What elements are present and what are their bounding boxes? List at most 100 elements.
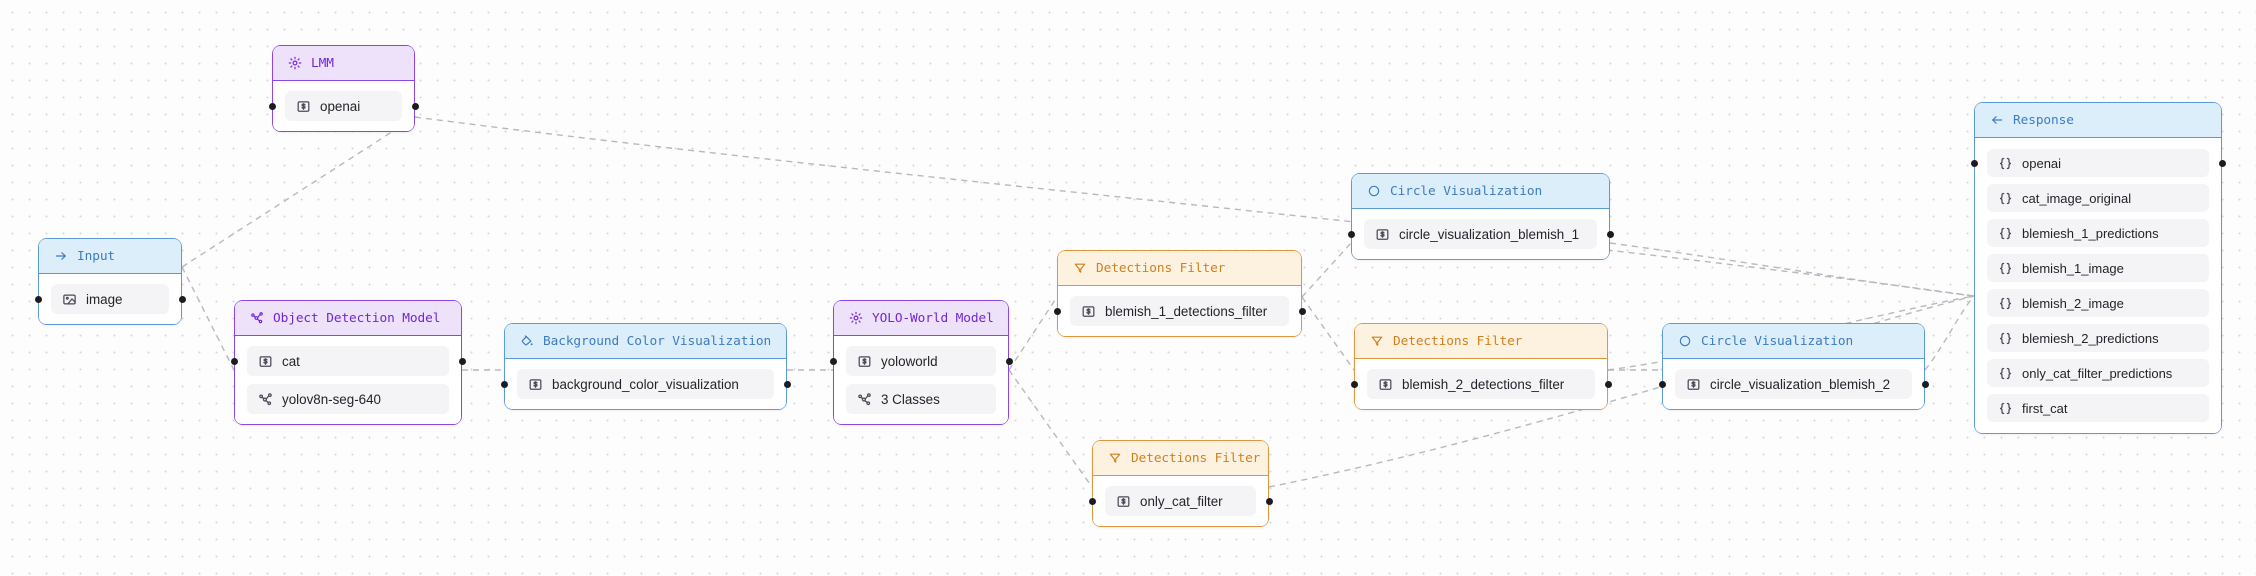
dollar-box-icon [1081,304,1096,319]
node-body-detections-filter-only-cat: only_cat_filter [1093,476,1268,526]
node-row-label: blemiesh_2_predictions [2022,330,2159,346]
node-circle-visualization-blemish-1[interactable]: Circle Visualization circle_visualization… [1347,173,1614,260]
node-background-color-visualization[interactable]: Background Color Visualization background… [500,323,791,410]
dollar-box-icon [1375,227,1390,242]
node-header-detections-filter-blemish-1[interactable]: Detections Filter [1058,251,1301,286]
node-object-detection-model[interactable]: Object Detection Model cat yolov8n-seg-640 [230,300,466,425]
node-detections-filter-only-cat[interactable]: Detections Filter only_cat_filter [1088,440,1273,527]
braces-icon [1998,191,2013,206]
connection-handle-left[interactable] [1658,380,1666,388]
node-row-label: yoloworld [881,353,938,369]
node-header-response[interactable]: Response [1975,103,2221,138]
filter-icon [1073,261,1087,275]
braces-icon [1998,226,2013,241]
node-row[interactable]: blemiesh_1_predictions [1987,219,2209,247]
dollar-box-icon [258,354,273,369]
node-row[interactable]: openai [1987,149,2209,177]
connection-handle-right[interactable] [1921,380,1929,388]
node-row-label: yolov8n-seg-640 [282,391,382,407]
connection-handle-right[interactable] [1604,380,1612,388]
node-row-label: cat_image_original [2022,190,2132,206]
node-body-detections-filter-blemish-2: blemish_2_detections_filter [1355,359,1607,409]
gear-icon [849,311,863,325]
node-row-label: blemish_1_detections_filter [1105,303,1268,319]
connection-handle-right[interactable] [1298,307,1306,315]
node-row[interactable]: blemish_1_detections_filter [1070,296,1289,326]
connection-handle-right[interactable] [458,357,466,365]
node-row[interactable]: only_cat_filter [1105,486,1256,516]
node-body-background-color-visualization: background_color_visualization [505,359,786,409]
node-header-yolo-world-model[interactable]: YOLO-World Model [834,301,1008,336]
connection-handle-left[interactable] [1053,307,1061,315]
connection-handle-left[interactable] [1350,380,1358,388]
node-header-detections-filter-blemish-2[interactable]: Detections Filter [1355,324,1607,359]
node-header-circle-visualization-blemish-1[interactable]: Circle Visualization [1352,174,1609,209]
node-header-background-color-visualization[interactable]: Background Color Visualization [505,324,786,359]
node-header-circle-visualization-blemish-2[interactable]: Circle Visualization [1663,324,1924,359]
edge-yolo-world-model-to-detections-filter-only-cat [1008,369,1093,488]
node-response[interactable]: Response openai cat_image_original blemiesh… [1970,102,2226,434]
connection-handle-left[interactable] [829,357,837,365]
connection-handle-right[interactable] [783,380,791,388]
node-title-input: Input [77,248,116,264]
node-body-input: image [39,274,181,324]
node-header-detections-filter-only-cat[interactable]: Detections Filter [1093,441,1268,476]
node-row[interactable]: blemiesh_2_predictions [1987,324,2209,352]
connection-handle-right[interactable] [1606,230,1614,238]
connection-handle-left[interactable] [268,102,276,110]
node-detections-filter-blemish-1[interactable]: Detections Filter blemish_1_detections_fi… [1053,250,1306,337]
node-lmm[interactable]: LMM openai [268,45,419,132]
node-row[interactable]: background_color_visualization [517,369,774,399]
connection-handle-left[interactable] [1970,159,1978,167]
connection-handle-right[interactable] [411,102,419,110]
node-header-lmm[interactable]: LMM [273,46,414,81]
node-title-circle-visualization-blemish-1: Circle Visualization [1390,183,1543,199]
braces-icon [1998,401,2013,416]
node-row[interactable]: yolov8n-seg-640 [247,384,449,414]
node-title-background-color-visualization: Background Color Visualization [543,333,772,349]
node-input[interactable]: Input image [34,238,186,325]
node-row[interactable]: image [51,284,169,314]
node-body-circle-visualization-blemish-2: circle_visualization_blemish_2 [1663,359,1924,409]
node-row[interactable]: cat [247,346,449,376]
node-row[interactable]: circle_visualization_blemish_1 [1364,219,1597,249]
braces-icon [1998,366,2013,381]
node-row[interactable]: only_cat_filter_predictions [1987,359,2209,387]
connection-handle-left[interactable] [1347,230,1355,238]
paint-icon [520,334,534,348]
filter-icon [1370,334,1384,348]
circle-icon [1678,334,1692,348]
node-body-detections-filter-blemish-1: blemish_1_detections_filter [1058,286,1301,336]
node-row[interactable]: cat_image_original [1987,184,2209,212]
gear-icon [288,56,302,70]
node-yolo-world-model[interactable]: YOLO-World Model yoloworld 3 Classes [829,300,1013,425]
node-row[interactable]: first_cat [1987,394,2209,422]
node-row[interactable]: circle_visualization_blemish_2 [1675,369,1912,399]
connection-handle-right[interactable] [2218,159,2226,167]
connection-handle-left[interactable] [1088,497,1096,505]
connection-handle-left[interactable] [500,380,508,388]
node-title-lmm: LMM [311,55,334,71]
connection-handle-right[interactable] [1265,497,1273,505]
node-row[interactable]: yoloworld [846,346,996,376]
node-row[interactable]: blemish_1_image [1987,254,2209,282]
braces-icon [1998,261,2013,276]
node-header-input[interactable]: Input [39,239,181,274]
node-circle-visualization-blemish-2[interactable]: Circle Visualization circle_visualization… [1658,323,1929,410]
node-title-detections-filter-only-cat: Detections Filter [1131,450,1261,466]
connection-handle-left[interactable] [230,357,238,365]
node-row[interactable]: blemish_2_image [1987,289,2209,317]
node-header-object-detection-model[interactable]: Object Detection Model [235,301,461,336]
connection-handle-right[interactable] [1005,357,1013,365]
node-row[interactable]: 3 Classes [846,384,996,414]
node-row-label: blemish_2_image [2022,295,2124,311]
node-row[interactable]: openai [285,91,402,121]
node-body-lmm: openai [273,81,414,131]
node-row[interactable]: blemish_2_detections_filter [1367,369,1595,399]
connection-handle-right[interactable] [178,295,186,303]
node-body-object-detection-model: cat yolov8n-seg-640 [235,336,461,424]
connection-handle-left[interactable] [34,295,42,303]
node-detections-filter-blemish-2[interactable]: Detections Filter blemish_2_detections_fi… [1350,323,1612,410]
node-body-response: openai cat_image_original blemiesh_1_predi… [1975,138,2221,433]
